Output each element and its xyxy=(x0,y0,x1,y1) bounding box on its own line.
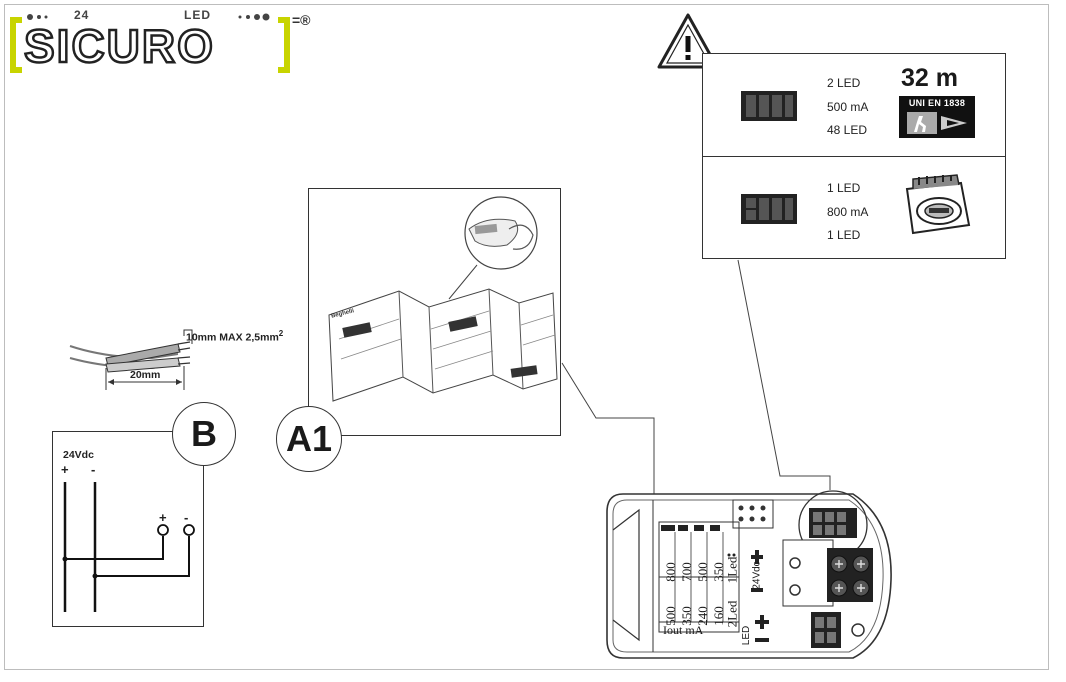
logo-bracket-icon xyxy=(10,13,290,73)
led-config-panel: 2 LED 500 mA 48 LED 32 m UNI EN 1838 1 L… xyxy=(702,53,1006,259)
page-frame xyxy=(4,4,1049,670)
iout-800: 800 xyxy=(662,562,678,582)
label-a1: A1 xyxy=(276,406,342,472)
row1-line3: 48 LED xyxy=(827,123,868,137)
row1-line2: 500 mA xyxy=(827,100,869,114)
led-connector-icon xyxy=(905,174,971,235)
jumper-one-led-icon xyxy=(741,194,797,224)
strip-length-label: 10mm MAX 2,5mm2 xyxy=(186,329,284,344)
led-label: LED xyxy=(741,625,753,646)
norm-label: UNI EN 1838 xyxy=(908,98,966,108)
wiring-schematic xyxy=(62,482,195,612)
supply-plus: + xyxy=(61,462,69,477)
instruction-panel-a1: Beghelli xyxy=(308,188,561,436)
config-row-1: 2 LED 500 mA 48 LED 32 m UNI EN 1838 xyxy=(703,54,1005,157)
wiring-panel-b: 24Vdc + - + - xyxy=(52,431,204,627)
jumper-two-led-icon xyxy=(741,91,797,121)
label-b: B xyxy=(172,402,236,466)
wire-strip-detail: 10mm MAX 2,5mm2 20mm xyxy=(66,318,296,390)
logo-registered: =® xyxy=(292,12,311,28)
iout-500: 500 xyxy=(694,562,710,582)
supply-minus: - xyxy=(91,462,96,477)
logo-24: 24 xyxy=(74,8,90,22)
logo-led: LED xyxy=(184,8,211,22)
viewing-distance: 32 m xyxy=(901,64,958,92)
iout-700: 700 xyxy=(678,562,694,582)
terminal-plus: + xyxy=(159,510,167,525)
iout-label: Iout mA xyxy=(663,623,704,637)
brand-logo: 24 LED SICURO =® xyxy=(10,8,320,80)
row2-line1: 1 LED xyxy=(827,181,861,195)
logo-wordmark: SICURO xyxy=(23,19,215,74)
config-row-2: 1 LED 800 mA 1 LED xyxy=(703,157,1005,258)
power-module: 800 700 500 350 1Led 500 350 240 160 2Le… xyxy=(603,490,895,662)
row1-line1: 2 LED xyxy=(827,76,861,90)
folded-leaflet-icon xyxy=(328,196,558,402)
mode-1led: 1Led xyxy=(724,556,740,584)
supply-24vdc: 24Vdc xyxy=(751,561,763,590)
mode-2led: 2Led xyxy=(724,600,740,628)
emergency-exit-sign-icon: UNI EN 1838 xyxy=(899,96,975,138)
wire-length-label: 20mm xyxy=(130,369,161,381)
stripped-wire-icon xyxy=(69,329,193,390)
terminal-minus: - xyxy=(184,510,189,525)
supply-label: 24Vdc xyxy=(63,449,94,461)
row2-line3: 1 LED xyxy=(827,228,861,242)
row2-line2: 800 mA xyxy=(827,205,869,219)
module-outline xyxy=(606,490,892,659)
current-table: 800 700 500 350 1Led 500 350 240 160 2Le… xyxy=(659,532,740,628)
